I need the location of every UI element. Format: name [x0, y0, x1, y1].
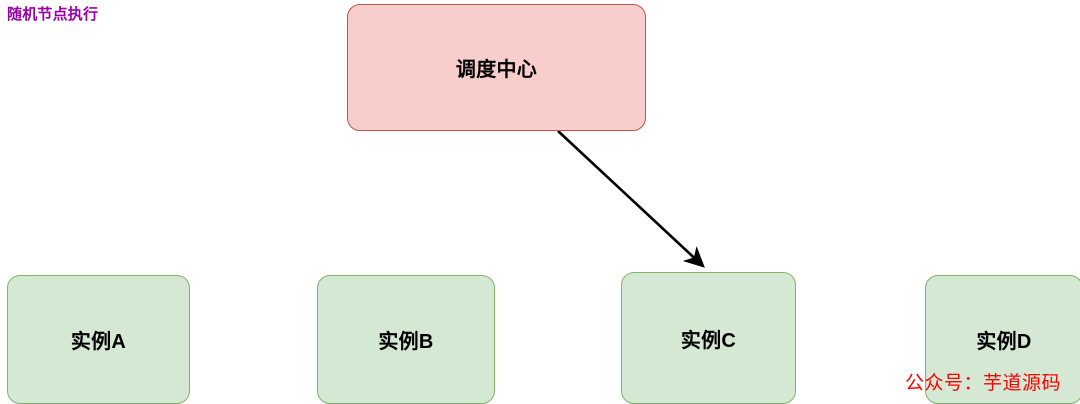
node-instance-d-label: 实例D: [976, 331, 1032, 353]
node-instance-a[interactable]: 实例A: [7, 275, 190, 404]
diagram-title: 随机节点执行: [7, 6, 99, 23]
node-instance-b[interactable]: 实例B: [317, 275, 495, 404]
node-scheduler[interactable]: 调度中心: [347, 4, 646, 131]
node-instance-a-label: 实例A: [70, 331, 127, 353]
node-scheduler-label: 调度中心: [455, 59, 538, 81]
node-instance-c-label: 实例C: [680, 329, 737, 352]
edge-scheduler-to-instance-c: [557, 130, 705, 268]
node-instance-c[interactable]: 实例C: [621, 272, 796, 404]
node-instance-d[interactable]: 实例D: [925, 275, 1080, 404]
watermark-text: 公众号：芋道源码: [905, 373, 1062, 394]
node-instance-b-label: 实例B: [378, 331, 434, 353]
